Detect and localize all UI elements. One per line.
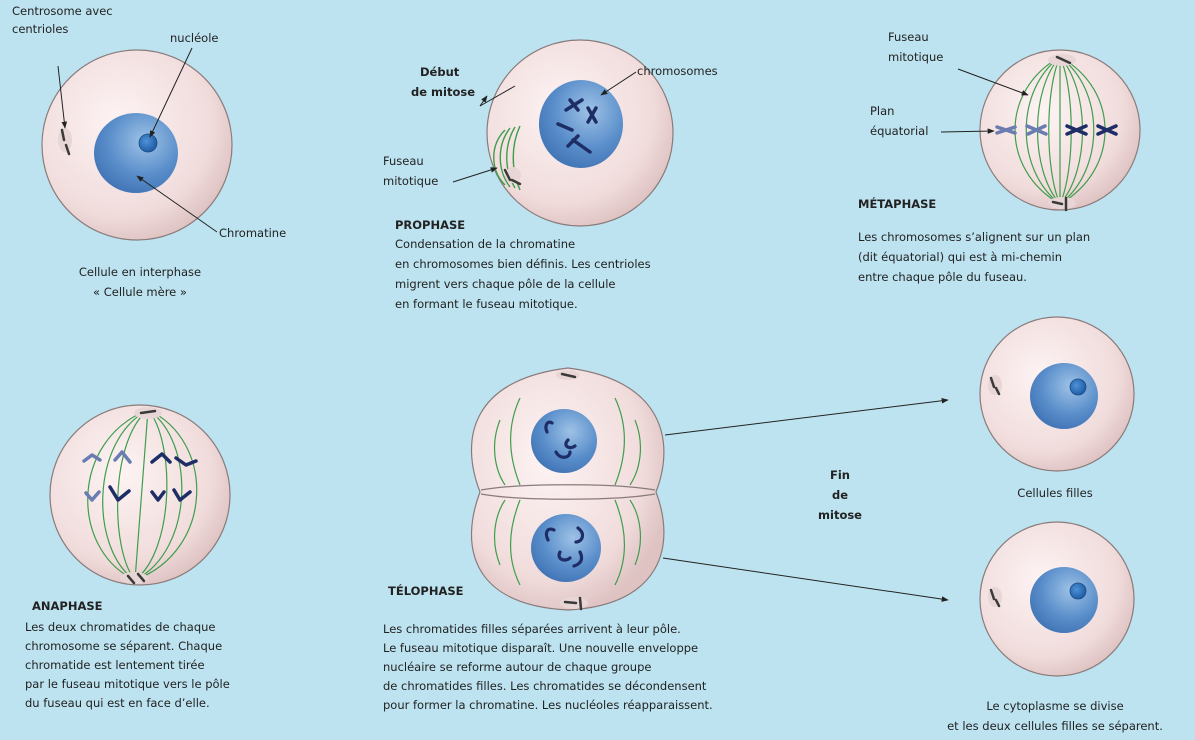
metaphase-desc-line1: Les chromosomes s’alignent sur un plan [858,228,1090,246]
label-daughter-cells: Cellules filles [990,484,1120,502]
anaphase-desc-line4: par le fuseau mitotique vers le pôle [25,675,230,693]
telophase-desc-line1: Les chromatides filles séparées arrivent… [383,620,681,638]
interphase-caption-line2: « Cellule mère » [60,283,220,301]
telophase-desc-line4: de chromatides filles. Les chromatides s… [383,677,706,695]
daughter-cell-top [980,317,1134,471]
prophase-desc-line4: en formant le fuseau mitotique. [395,295,578,313]
interphase-nucleus [94,113,178,193]
label-equatorial-plane-line2: équatorial [870,122,928,140]
metaphase-cell [980,50,1140,210]
label-prophase-spindle-line2: mitotique [383,172,438,190]
prophase-desc-line1: Condensation de la chromatine [395,235,575,253]
label-chromosomes: chromosomes [637,62,718,80]
daughter-cell-bottom [980,522,1134,676]
prophase-nucleus [539,80,623,168]
prophase-desc-line2: en chromosomes bien définis. Les centrio… [395,255,651,273]
label-mitosis-start-line2: de mitose [411,83,475,101]
label-end-mitosis-line2: de [800,486,880,504]
metaphase-desc-line3: entre chaque pôle du fuseau. [858,268,1027,286]
label-metaphase-spindle-line2: mitotique [888,48,943,66]
telophase-nucleus-bottom [531,514,601,582]
prophase-desc-line3: migrent vers chaque pôle de la cellule [395,275,615,293]
interphase-nucleolus [139,134,157,152]
label-mitosis-start-line1: Début [420,63,459,81]
label-prophase-spindle-line1: Fuseau [383,152,424,170]
label-end-mitosis-line3: mitose [800,506,880,524]
label-centrosome-line2: centrioles [12,20,68,38]
anaphase-cell [50,405,230,585]
telophase-cell [471,368,663,610]
label-centrosome-line1: Centrosome avec [12,2,113,20]
telophase-desc-line3: nucléaire se reforme autour de chaque gr… [383,658,651,676]
anaphase-desc-line5: du fuseau qui est en face d’elle. [25,694,210,712]
metaphase-title: MÉTAPHASE [858,195,936,213]
interphase-caption-line1: Cellule en interphase [60,263,220,281]
metaphase-desc-line2: (dit équatorial) qui est à mi-chemin [858,248,1062,266]
telophase-desc-line2: Le fuseau mitotique disparaît. Une nouve… [383,639,698,657]
telophase-title: TÉLOPHASE [388,582,464,600]
anaphase-desc-line2: chromosome se séparent. Chaque [25,637,222,655]
prophase-title: PROPHASE [395,216,465,234]
telophase-desc-line5: pour former la chromatine. Les nucléoles… [383,696,713,714]
telophase-nucleus-top [531,409,597,473]
daughters-caption-line1: Le cytoplasme se divise [920,697,1190,715]
daughters-caption-line2: et les deux cellules filles se séparent. [920,717,1190,735]
anaphase-desc-line3: chromatide est lentement tirée [25,656,205,674]
label-chromatin: Chromatine [219,224,286,242]
interphase-cell [42,50,232,240]
anaphase-title: ANAPHASE [32,597,103,615]
label-end-mitosis-line1: Fin [800,466,880,484]
anaphase-desc-line1: Les deux chromatides de chaque [25,618,216,636]
label-nucleolus: nucléole [170,29,218,47]
label-equatorial-plane-line1: Plan [870,102,894,120]
label-metaphase-spindle-line1: Fuseau [888,28,929,46]
